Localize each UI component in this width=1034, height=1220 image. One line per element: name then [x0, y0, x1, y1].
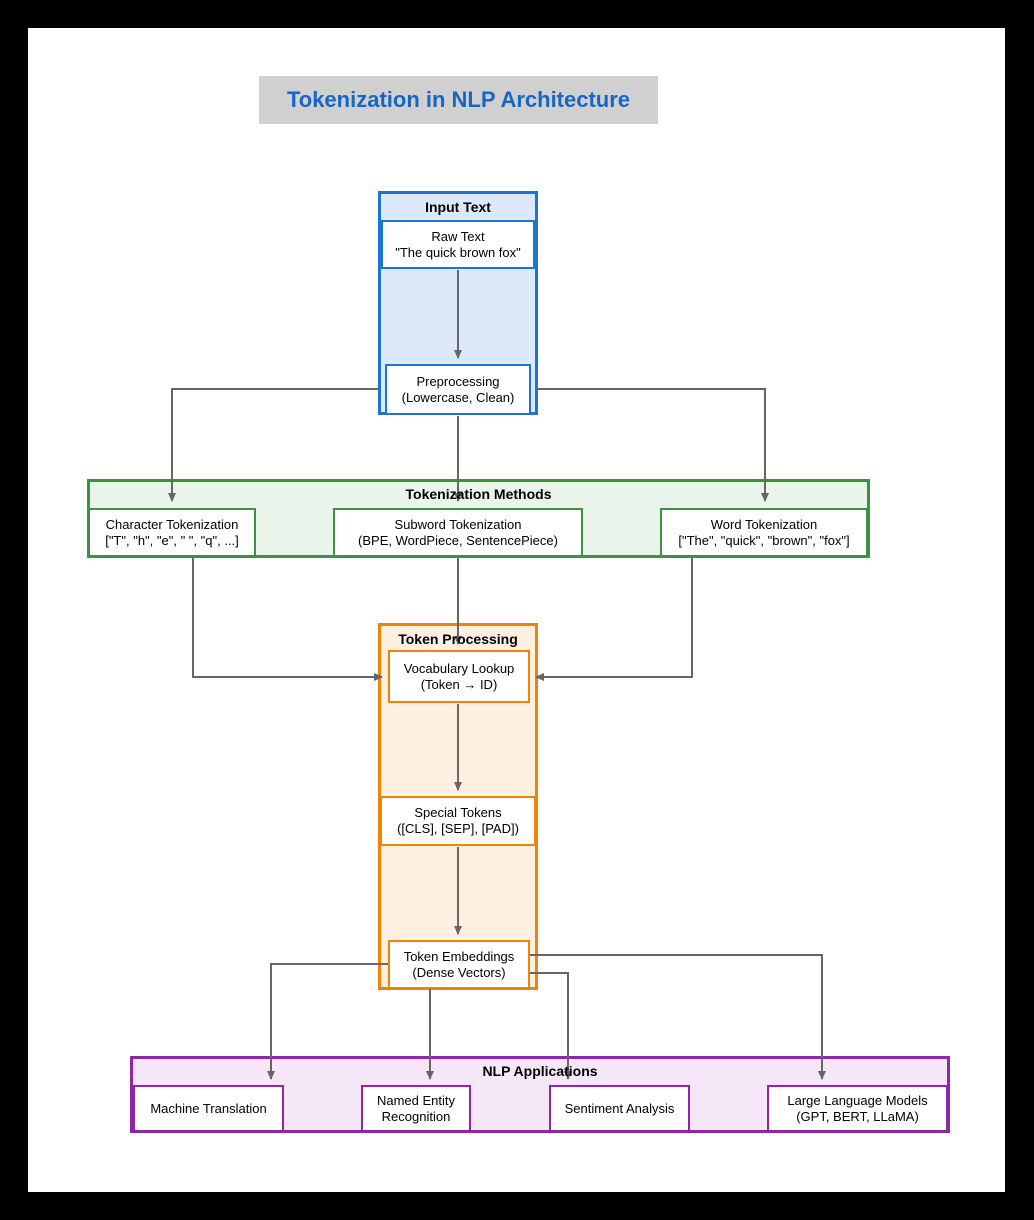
node-raw-text-line1: Raw Text [431, 228, 485, 244]
node-vocab-line1: Vocabulary Lookup [403, 660, 515, 676]
diagram-title: Tokenization in NLP Architecture [259, 76, 658, 124]
node-character-tokenization: Character Tokenization ["T", "h", "e", "… [88, 508, 256, 557]
node-raw-text: Raw Text "The quick brown fox" [381, 220, 535, 269]
node-machine-translation-line1: Machine Translation [150, 1100, 267, 1116]
node-character-line2: ["T", "h", "e", " ", "q", ...] [105, 532, 239, 548]
group-label-nlp-applications: NLP Applications [482, 1063, 598, 1079]
node-large-language-models: Large Language Models (GPT, BERT, LLaMA) [767, 1085, 948, 1132]
node-character-line1: Character Tokenization [105, 516, 239, 532]
node-machine-translation: Machine Translation [133, 1085, 284, 1132]
group-label-tokenization-methods: Tokenization Methods [405, 486, 552, 502]
node-embeddings-line2: (Dense Vectors) [412, 964, 506, 980]
node-sentiment-analysis: Sentiment Analysis [549, 1085, 690, 1132]
node-named-entity-recognition: Named Entity Recognition [361, 1085, 471, 1132]
node-subword-line2: (BPE, WordPiece, SentencePiece) [358, 532, 558, 548]
node-preprocessing-line2: (Lowercase, Clean) [401, 389, 515, 405]
node-special-tokens: Special Tokens ([CLS], [SEP], [PAD]) [380, 796, 536, 846]
node-word-tokenization: Word Tokenization ["The", "quick", "brow… [660, 508, 868, 557]
node-subword-line1: Subword Tokenization [394, 516, 522, 532]
node-token-embeddings: Token Embeddings (Dense Vectors) [388, 940, 530, 989]
group-label-input-text: Input Text [425, 199, 491, 215]
node-word-line1: Word Tokenization [710, 516, 818, 532]
node-vocab-line2: (Token → ID) [420, 676, 498, 692]
node-sentiment-line1: Sentiment Analysis [564, 1100, 675, 1116]
node-preprocessing: Preprocessing (Lowercase, Clean) [385, 364, 531, 415]
node-word-line2: ["The", "quick", "brown", "fox"] [678, 532, 850, 548]
node-preprocessing-line1: Preprocessing [416, 373, 500, 389]
node-raw-text-line2: "The quick brown fox" [395, 244, 521, 260]
node-special-line1: Special Tokens [414, 805, 502, 820]
node-llm-line2: (GPT, BERT, LLaMA) [796, 1108, 919, 1124]
group-label-token-processing: Token Processing [398, 631, 518, 647]
node-vocabulary-lookup: Vocabulary Lookup (Token → ID) [388, 650, 530, 703]
node-embeddings-line1: Token Embeddings [403, 948, 515, 964]
node-llm-line1: Large Language Models [787, 1092, 928, 1108]
node-named-entity-line1: Named Entity [376, 1092, 456, 1108]
node-special-line2: ([CLS], [SEP], [PAD]) [397, 821, 519, 836]
node-named-entity-line2: Recognition [381, 1108, 451, 1124]
node-subword-tokenization: Subword Tokenization (BPE, WordPiece, Se… [333, 508, 583, 557]
